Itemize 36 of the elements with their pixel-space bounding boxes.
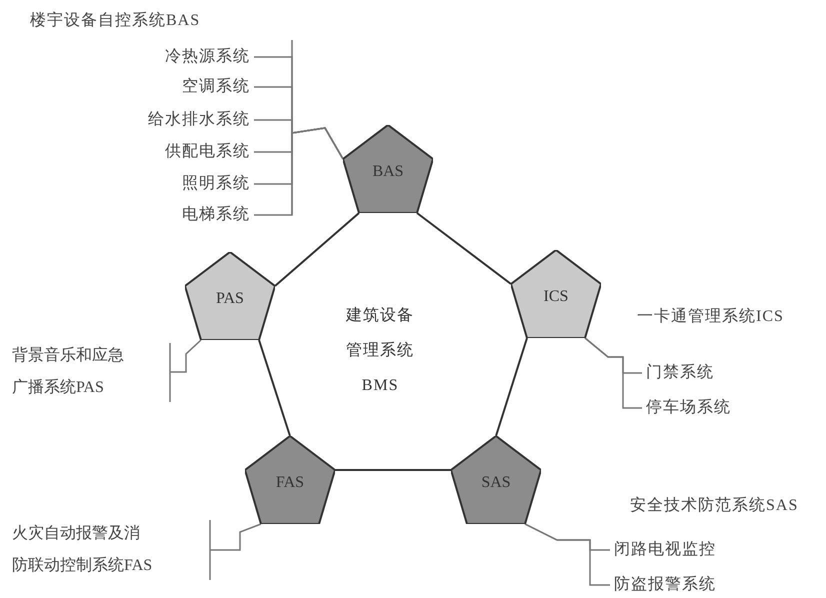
bracket-connector [524,523,610,586]
bracket-connector [254,127,344,216]
subsystem-label: 冷热源系统 [165,46,250,67]
subsystem-label: 防盗报警系统 [614,574,716,595]
pentagon-node [185,252,275,340]
subsystem-label: 火灾自动报警及消防联动控制系统FAS [12,524,154,576]
ring-connector [274,212,360,287]
pentagon-node [245,436,335,524]
group-title: 一卡通管理系统ICS [637,306,784,327]
subsystem-label: 照明系统 [182,174,250,194]
group-title: 楼宇设备自控系统BAS [30,10,200,31]
node-label: SAS [481,473,511,492]
subsystem-label: 空调系统 [182,76,250,97]
node-label: ICS [544,287,568,306]
center-title: 建筑设备管理系统BMS [345,306,416,396]
subsystem-label: 闭路电视监控 [614,540,716,560]
subsystem-label: 背景音乐和应急广播系统PAS [12,346,125,398]
node-label: PAS [216,289,244,308]
group-title: 安全技术防范系统SAS [630,496,798,516]
pentagon-node [451,436,541,524]
bracket-connector [210,523,262,551]
node-label: FAS [276,473,304,492]
pentagon-node [511,250,601,338]
bracket-connector [584,337,642,409]
subsystem-label: 给水排水系统 [148,110,250,130]
subsystem-label: 供配电系统 [165,142,250,162]
bracket-connector [170,339,202,373]
subsystem-label: 门禁系统 [646,362,714,383]
ring-connector [335,469,451,471]
subsystem-label: 停车场系统 [646,398,731,418]
node-label: BAS [372,162,404,181]
ring-connector [416,212,512,285]
pentagon-node [343,125,433,213]
subsystem-label: 电梯系统 [182,204,250,225]
ring-connector [258,340,291,436]
ring-connector [495,338,528,436]
